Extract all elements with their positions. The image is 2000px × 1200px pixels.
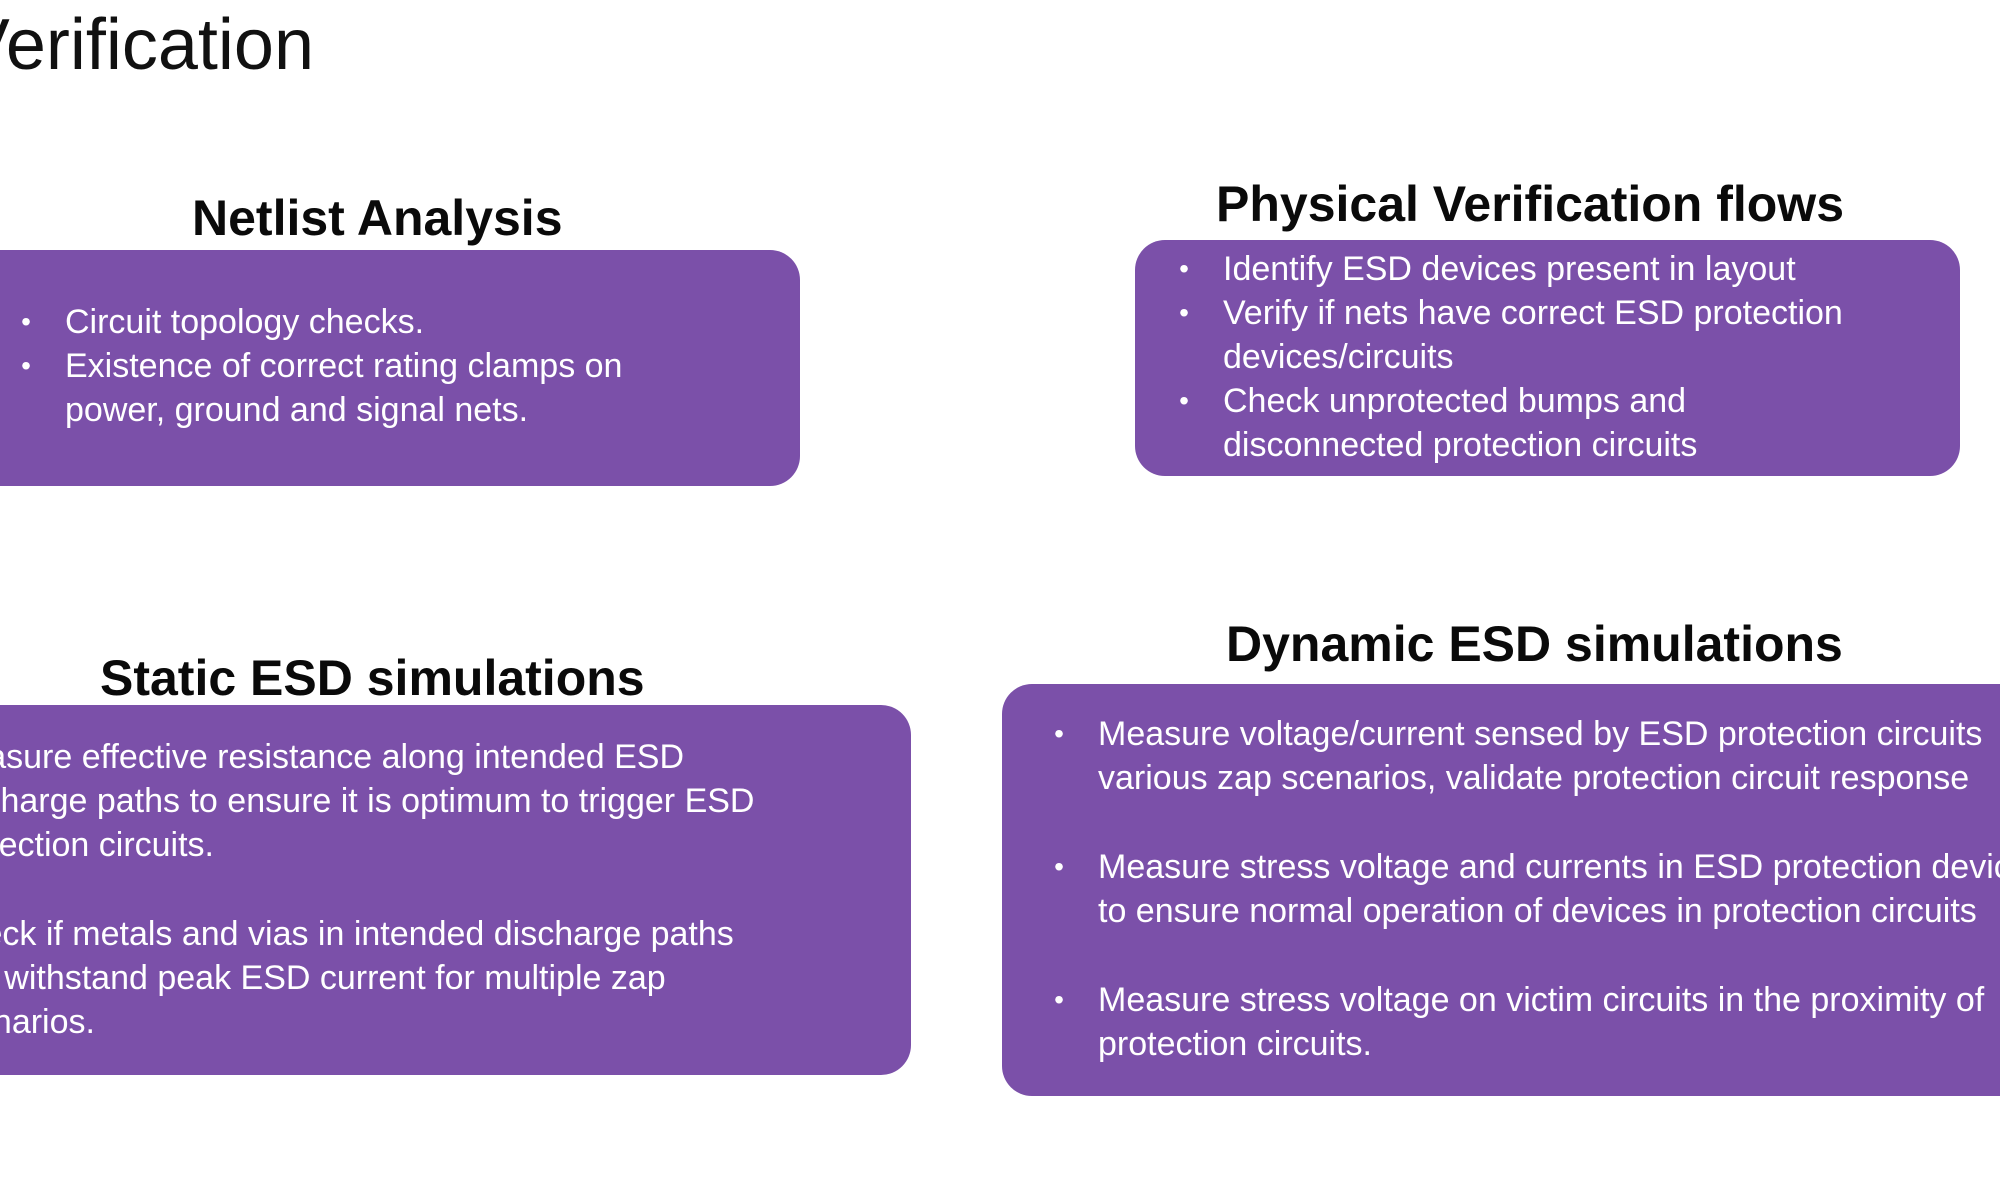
bullet-icon: • xyxy=(1054,851,1064,882)
dynamic-esd-list: • Measure voltage/current sensed by ESD … xyxy=(1054,712,2000,1066)
list-item-line: various zap scenarios, validate protecti… xyxy=(1098,759,1970,797)
list-item-line: Measure stress voltage and currents in E… xyxy=(1098,848,2000,886)
list-item-line: devices/circuits xyxy=(1223,338,1454,376)
bullet-icon: • xyxy=(1179,297,1189,328)
list-item: • Circuit topology checks. xyxy=(21,300,785,344)
list-item-line: Check unprotected bumps and xyxy=(1223,382,1687,420)
paragraph-line: scenarios. xyxy=(0,1003,95,1041)
list-item: • Check unprotected bumps and disconnect… xyxy=(1179,379,1948,467)
paragraph: Check if metals and vias in intended dis… xyxy=(0,912,900,1044)
list-item-line: protection circuits. xyxy=(1098,1025,1372,1063)
list-item-line: to ensure normal operation of devices in… xyxy=(1098,892,1977,930)
bullet-icon: • xyxy=(1179,385,1189,416)
netlist-analysis-heading: Netlist Analysis xyxy=(192,190,563,246)
netlist-analysis-box: • Circuit topology checks. • Existence o… xyxy=(0,250,800,486)
list-item-line: disconnected protection circuits xyxy=(1223,426,1698,464)
paragraph-line: can withstand peak ESD current for multi… xyxy=(0,959,666,997)
dynamic-esd-heading: Dynamic ESD simulations xyxy=(1226,616,1843,672)
dynamic-esd-box: • Measure voltage/current sensed by ESD … xyxy=(1002,684,2000,1096)
list-item-line: Existence of correct rating clamps on xyxy=(65,347,623,385)
list-item: • Verify if nets have correct ESD protec… xyxy=(1179,291,1948,379)
list-item-line: Measure voltage/current sensed by ESD pr… xyxy=(1098,715,1983,753)
list-item: • Existence of correct rating clamps on … xyxy=(21,344,785,432)
bullet-icon: • xyxy=(1054,718,1064,749)
bullet-icon: • xyxy=(1054,984,1064,1015)
list-item: • Identify ESD devices present in layout xyxy=(1179,247,1948,291)
list-item: • Measure voltage/current sensed by ESD … xyxy=(1054,712,2000,800)
netlist-analysis-list: • Circuit topology checks. • Existence o… xyxy=(21,300,785,432)
list-item-line: Verify if nets have correct ESD protecti… xyxy=(1223,294,1843,332)
bullet-icon: • xyxy=(21,306,31,337)
slide-title-text: Verification xyxy=(0,5,314,85)
static-esd-heading: Static ESD simulations xyxy=(100,650,645,706)
list-item: • Measure stress voltage on victim circu… xyxy=(1054,978,2000,1066)
physical-verification-heading: Physical Verification flows xyxy=(1216,176,1845,232)
list-item-line: Identify ESD devices present in layout xyxy=(1223,250,1796,288)
list-item: • Measure stress voltage and currents in… xyxy=(1054,845,2000,933)
static-esd-box: Measure effective resistance along inten… xyxy=(0,705,911,1075)
paragraph-line: Measure effective resistance along inten… xyxy=(0,738,685,776)
physical-verification-box: • Identify ESD devices present in layout… xyxy=(1135,240,1960,476)
slide-title: Verification xyxy=(0,0,420,90)
bullet-icon: • xyxy=(21,350,31,381)
bullet-icon: • xyxy=(1179,253,1189,284)
list-item-line: power, ground and signal nets. xyxy=(65,391,529,429)
list-item-line: Circuit topology checks. xyxy=(65,303,425,341)
static-esd-text: Measure effective resistance along inten… xyxy=(0,735,900,1044)
physical-verification-list: • Identify ESD devices present in layout… xyxy=(1179,247,1948,467)
paragraph: Measure effective resistance along inten… xyxy=(0,735,900,867)
paragraph-line: protection circuits. xyxy=(0,826,214,864)
paragraph-line: Check if metals and vias in intended dis… xyxy=(0,915,734,953)
paragraph-line: discharge paths to ensure it is optimum … xyxy=(0,782,755,820)
list-item-line: Measure stress voltage on victim circuit… xyxy=(1098,981,1985,1019)
